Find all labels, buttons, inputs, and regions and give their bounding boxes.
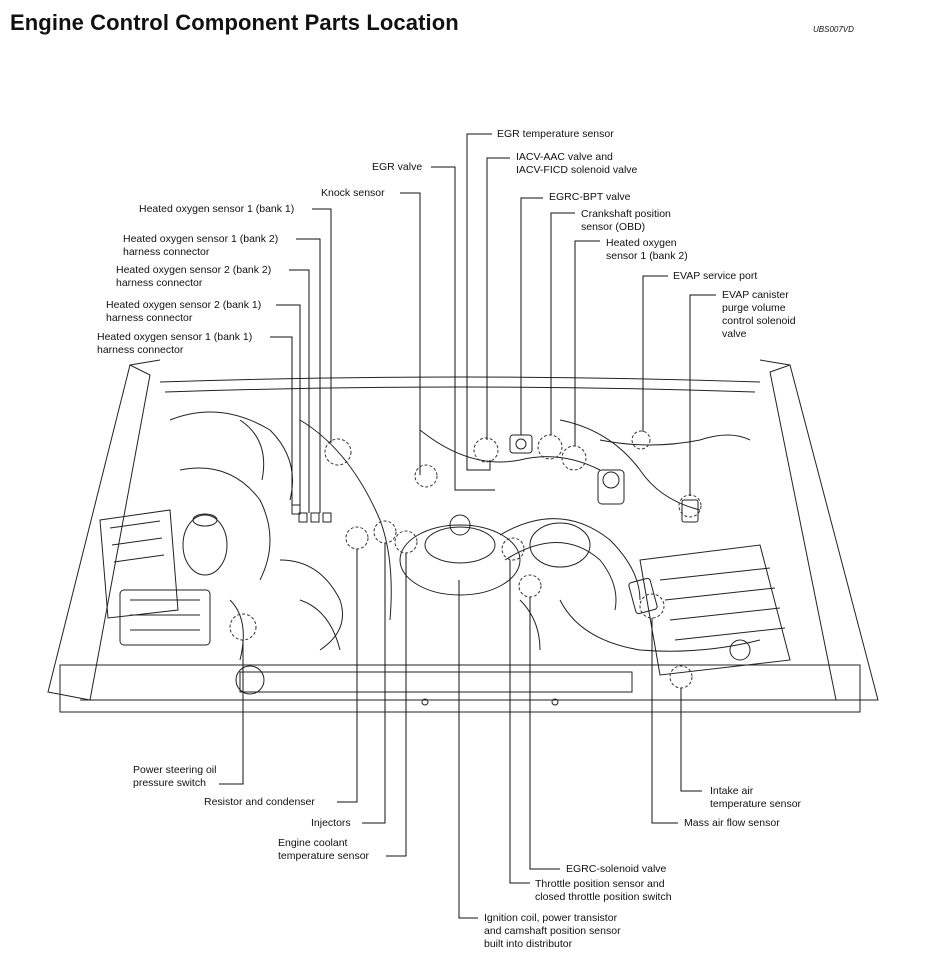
label-egr-valve: EGR valve	[372, 161, 423, 173]
label-mass-air-flow-sensor: Mass air flow sensor	[684, 817, 780, 829]
label-egrc-solenoid-valve: EGRC-solenoid valve	[566, 863, 667, 875]
label-iacv-aac-valve: IACV-AAC valve and IACV-FICD solenoid va…	[516, 151, 638, 176]
label-power-steering-oil-pressure-switch: Power steering oil pressure switch	[133, 764, 217, 789]
label-injectors: Injectors	[311, 817, 351, 829]
label-ho2s1-bank1-harness-connector: Heated oxygen sensor 1 (bank 1) harness …	[97, 331, 253, 356]
label-crankshaft-position-sensor: Crankshaft position sensor (OBD)	[581, 208, 671, 233]
label-ho2s2-bank1-harness-connector: Heated oxygen sensor 2 (bank 1) harness …	[106, 299, 262, 324]
label-ho2s1-bank2-harness-connector: Heated oxygen sensor 1 (bank 2) harness …	[123, 233, 279, 258]
label-heated-oxygen-sensor-1-bank-1: Heated oxygen sensor 1 (bank 1)	[139, 203, 295, 215]
label-resistor-and-condenser: Resistor and condenser	[204, 796, 315, 808]
label-ho2s2-bank2-harness-connector: Heated oxygen sensor 2 (bank 2) harness …	[116, 264, 272, 289]
label-engine-coolant-temperature-sensor: Engine coolant temperature sensor	[278, 837, 370, 862]
page-title: Engine Control Component Parts Location	[10, 10, 459, 35]
label-knock-sensor: Knock sensor	[321, 187, 385, 199]
label-throttle-position-sensor: Throttle position sensor and closed thro…	[535, 878, 672, 903]
label-egr-temperature-sensor: EGR temperature sensor	[497, 128, 614, 140]
label-intake-air-temperature-sensor: Intake air temperature sensor	[710, 785, 802, 810]
label-heated-oxygen-sensor-1-bank-2: Heated oxygen sensor 1 (bank 2)	[606, 237, 688, 262]
label-evap-canister-purge-solenoid: EVAP canister purge volume control solen…	[722, 289, 796, 340]
label-evap-service-port: EVAP service port	[673, 270, 758, 282]
document-code: UBS007VD	[813, 25, 854, 34]
label-ignition-coil-distributor: Ignition coil, power transistor and cams…	[484, 912, 621, 950]
label-egrc-bpt-valve: EGRC-BPT valve	[549, 191, 631, 203]
